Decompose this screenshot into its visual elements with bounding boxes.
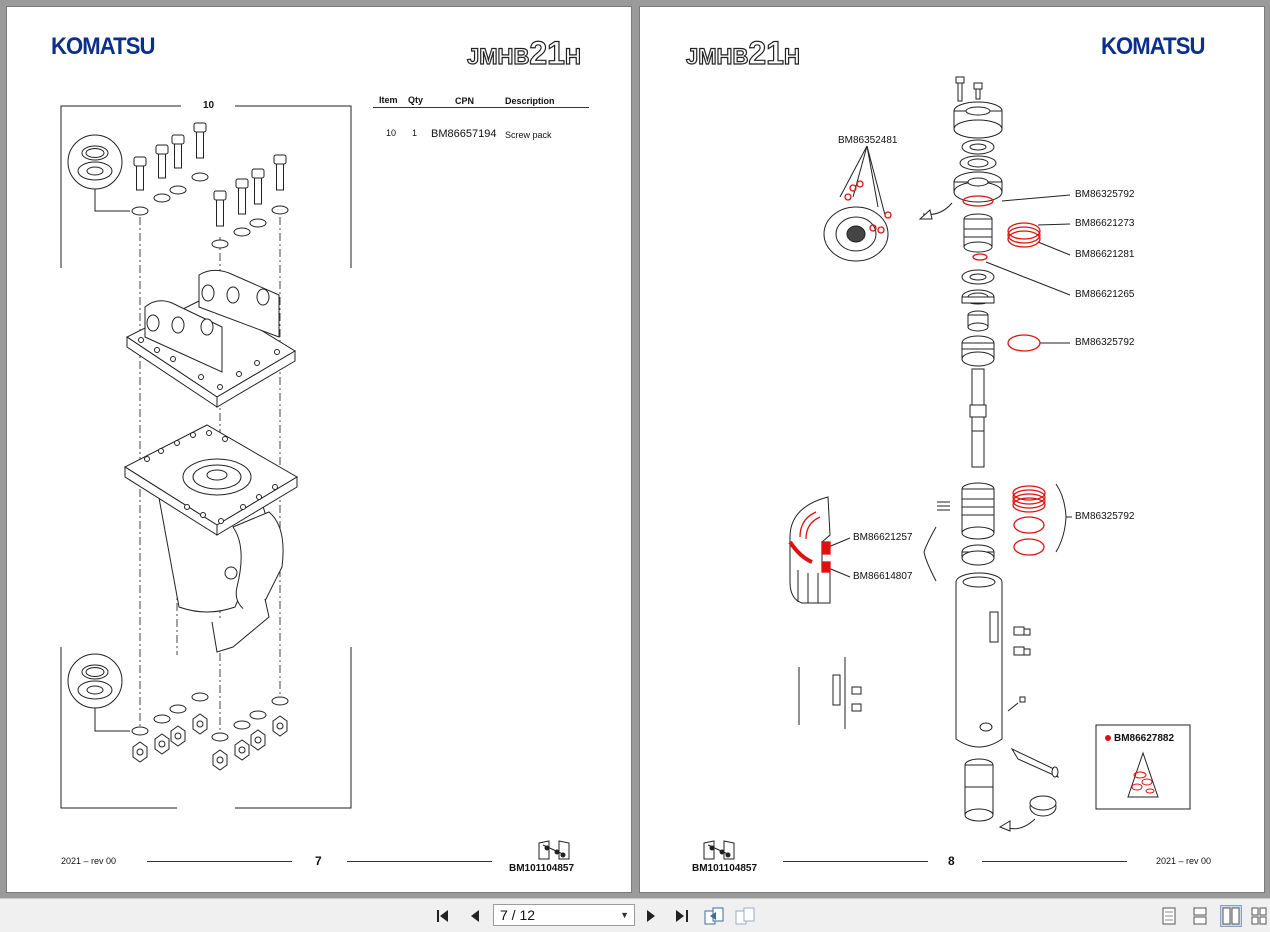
table-header-qty: Qty bbox=[408, 95, 424, 105]
two-page-continuous-view-icon[interactable] bbox=[1250, 905, 1268, 927]
model-logo: JMHB21H bbox=[685, 34, 800, 71]
two-page-view-icon[interactable] bbox=[1220, 905, 1242, 927]
document-number: BM101104857 bbox=[692, 863, 758, 874]
page-7: KOMATSU JMHB21H Item Qty CPN Description… bbox=[6, 6, 632, 893]
model-logo: JMHB21H bbox=[466, 34, 581, 71]
footer-rule-left bbox=[147, 861, 292, 862]
callout-label: BM86614807 bbox=[853, 571, 913, 582]
group-label: 10 bbox=[203, 100, 215, 111]
row-description: Screw pack bbox=[505, 130, 552, 140]
chevron-down-icon[interactable]: ▼ bbox=[620, 910, 629, 920]
kit-label: BM86627882 bbox=[1114, 733, 1175, 744]
footer-rule-right bbox=[982, 861, 1127, 862]
callout-label: BM86325792 bbox=[1075, 511, 1135, 522]
page-number: 8 bbox=[948, 854, 955, 868]
callout-label: BM86621273 bbox=[1075, 218, 1135, 229]
callout-label: BM86621257 bbox=[853, 532, 913, 543]
breaker-icon bbox=[703, 840, 735, 860]
page-8: JMHB21H KOMATSU BM86352481 BM86325792 BM… bbox=[639, 6, 1265, 893]
callout-label: BM86621265 bbox=[1075, 289, 1135, 300]
document-number: BM101104857 bbox=[509, 863, 575, 874]
komatsu-logo: KOMATSU bbox=[1101, 33, 1205, 60]
page-number-field[interactable]: 7 / 12 ▼ bbox=[493, 904, 635, 926]
table-header-cpn: CPN bbox=[455, 96, 475, 106]
prev-page-icon[interactable] bbox=[465, 906, 485, 926]
callout-label: BM86352481 bbox=[838, 135, 898, 146]
continuous-view-icon[interactable] bbox=[1189, 905, 1211, 927]
next-page-icon[interactable] bbox=[641, 906, 661, 926]
row-qty: 1 bbox=[412, 128, 418, 138]
last-page-icon[interactable] bbox=[672, 906, 692, 926]
footer-date-rev: 2021 – rev 00 bbox=[61, 856, 117, 866]
table-header-description: Description bbox=[505, 96, 555, 106]
single-page-view-icon[interactable] bbox=[1158, 905, 1180, 927]
footer-rule-left bbox=[783, 861, 928, 862]
row-item: 10 bbox=[386, 128, 397, 138]
callout-label: BM86621281 bbox=[1075, 249, 1135, 260]
table-header-rule bbox=[373, 107, 589, 108]
row-cpn: BM86657194 bbox=[431, 128, 497, 140]
callout-label: BM86325792 bbox=[1075, 337, 1135, 348]
viewer-toolbar: 7 / 12 ▼ bbox=[0, 898, 1270, 932]
bracket-exploded-drawing bbox=[60, 105, 352, 809]
breaker-exploded-drawing bbox=[788, 76, 1191, 832]
document-viewer: KOMATSU JMHB21H Item Qty CPN Description… bbox=[0, 0, 1270, 898]
go-back-view-icon[interactable] bbox=[704, 906, 724, 926]
footer-rule-right bbox=[347, 861, 492, 862]
first-page-icon[interactable] bbox=[434, 906, 454, 926]
table-header-item: Item bbox=[379, 95, 398, 105]
go-forward-view-icon[interactable] bbox=[735, 906, 755, 926]
footer-date-rev: 2021 – rev 00 bbox=[1156, 856, 1212, 866]
breaker-icon bbox=[538, 840, 570, 860]
page-indicator: 7 / 12 bbox=[500, 907, 536, 923]
callout-label: BM86325792 bbox=[1075, 189, 1135, 200]
komatsu-logo: KOMATSU bbox=[51, 33, 155, 60]
page-number: 7 bbox=[315, 854, 322, 868]
